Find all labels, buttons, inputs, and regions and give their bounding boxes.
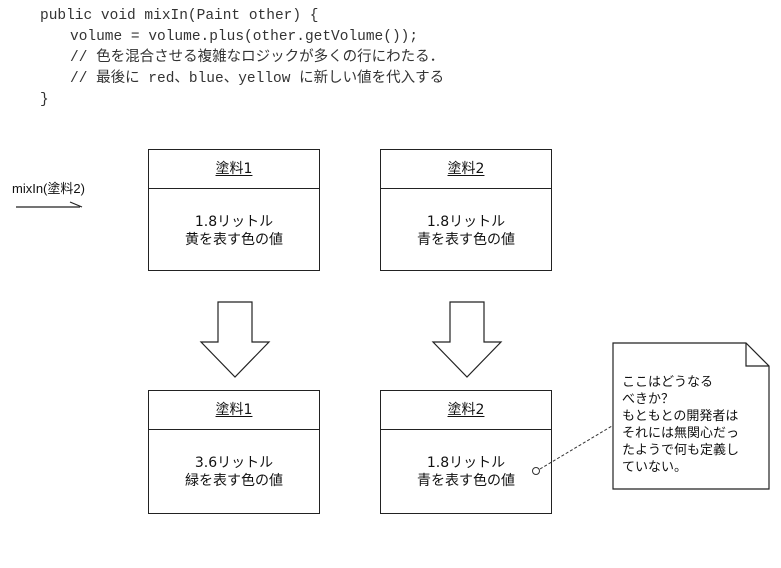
box-body: 1.8リットル 青を表す色の値 xyxy=(381,430,551,490)
color-text: 緑を表す色の値 xyxy=(185,473,283,489)
box-header: 塗料2 xyxy=(381,391,551,430)
box-title: 塗料2 xyxy=(447,402,485,418)
box-title: 塗料1 xyxy=(215,161,253,177)
paint1-after-box: 塗料1 3.6リットル 緑を表す色の値 xyxy=(148,390,320,514)
code-line-comment-1: // 色を混合させる複雑なロジックが多くの行にわたる． xyxy=(70,50,445,66)
connector-anchor-icon xyxy=(532,467,540,475)
box-title: 塗料1 xyxy=(215,402,253,418)
box-header: 塗料2 xyxy=(381,150,551,189)
box-title: 塗料2 xyxy=(447,161,485,177)
down-arrow-icon xyxy=(199,301,271,378)
note-line: ていない。 xyxy=(622,460,688,475)
volume-text: 1.8リットル xyxy=(426,455,506,471)
color-text: 青を表す色の値 xyxy=(417,232,515,248)
box-header: 塗料1 xyxy=(149,391,319,430)
code-line-close-brace: } xyxy=(40,92,49,108)
note: ここはどうなる べきか？ もともとの開発者は それには無関心だっ たようで何も定… xyxy=(612,342,770,490)
code-line-volume: volume = volume.plus(other.getVolume()); xyxy=(70,29,419,45)
note-line: たようで何も定義し xyxy=(622,443,740,458)
code-line-signature: public void mixIn(Paint other) { xyxy=(40,8,319,24)
message-label: mixIn(塗料2) xyxy=(12,181,85,196)
box-body: 1.8リットル 黄を表す色の値 xyxy=(149,189,319,249)
code-line-comment-2: // 最後に red、blue、yellow に新しい値を代入する xyxy=(70,71,445,87)
note-line: べきか？ xyxy=(622,392,675,407)
box-body: 3.6リットル 緑を表す色の値 xyxy=(149,430,319,490)
volume-text: 1.8リットル xyxy=(426,214,506,230)
box-header: 塗料1 xyxy=(149,150,319,189)
paint2-before-box: 塗料2 1.8リットル 青を表す色の値 xyxy=(380,149,552,271)
note-shape-icon xyxy=(612,342,770,490)
note-line: それには無関心だっ xyxy=(622,426,740,441)
color-text: 黄を表す色の値 xyxy=(185,232,283,248)
volume-text: 1.8リットル xyxy=(194,214,274,230)
note-text: ここはどうなる べきか？ もともとの開発者は それには無関心だっ たようで何も定… xyxy=(622,374,764,476)
paint2-after-box: 塗料2 1.8リットル 青を表す色の値 xyxy=(380,390,552,514)
box-body: 1.8リットル 青を表す色の値 xyxy=(381,189,551,249)
volume-text: 3.6リットル xyxy=(194,455,274,471)
down-arrow-icon xyxy=(431,301,503,378)
paint1-before-box: 塗料1 1.8リットル 黄を表す色の値 xyxy=(148,149,320,271)
code-block: public void mixIn(Paint other) { volume =… xyxy=(40,6,444,111)
message-arrow-icon xyxy=(16,201,83,208)
note-line: もともとの開発者は xyxy=(622,409,739,424)
color-text: 青を表す色の値 xyxy=(417,473,515,489)
note-line: ここはどうなる xyxy=(622,375,714,390)
